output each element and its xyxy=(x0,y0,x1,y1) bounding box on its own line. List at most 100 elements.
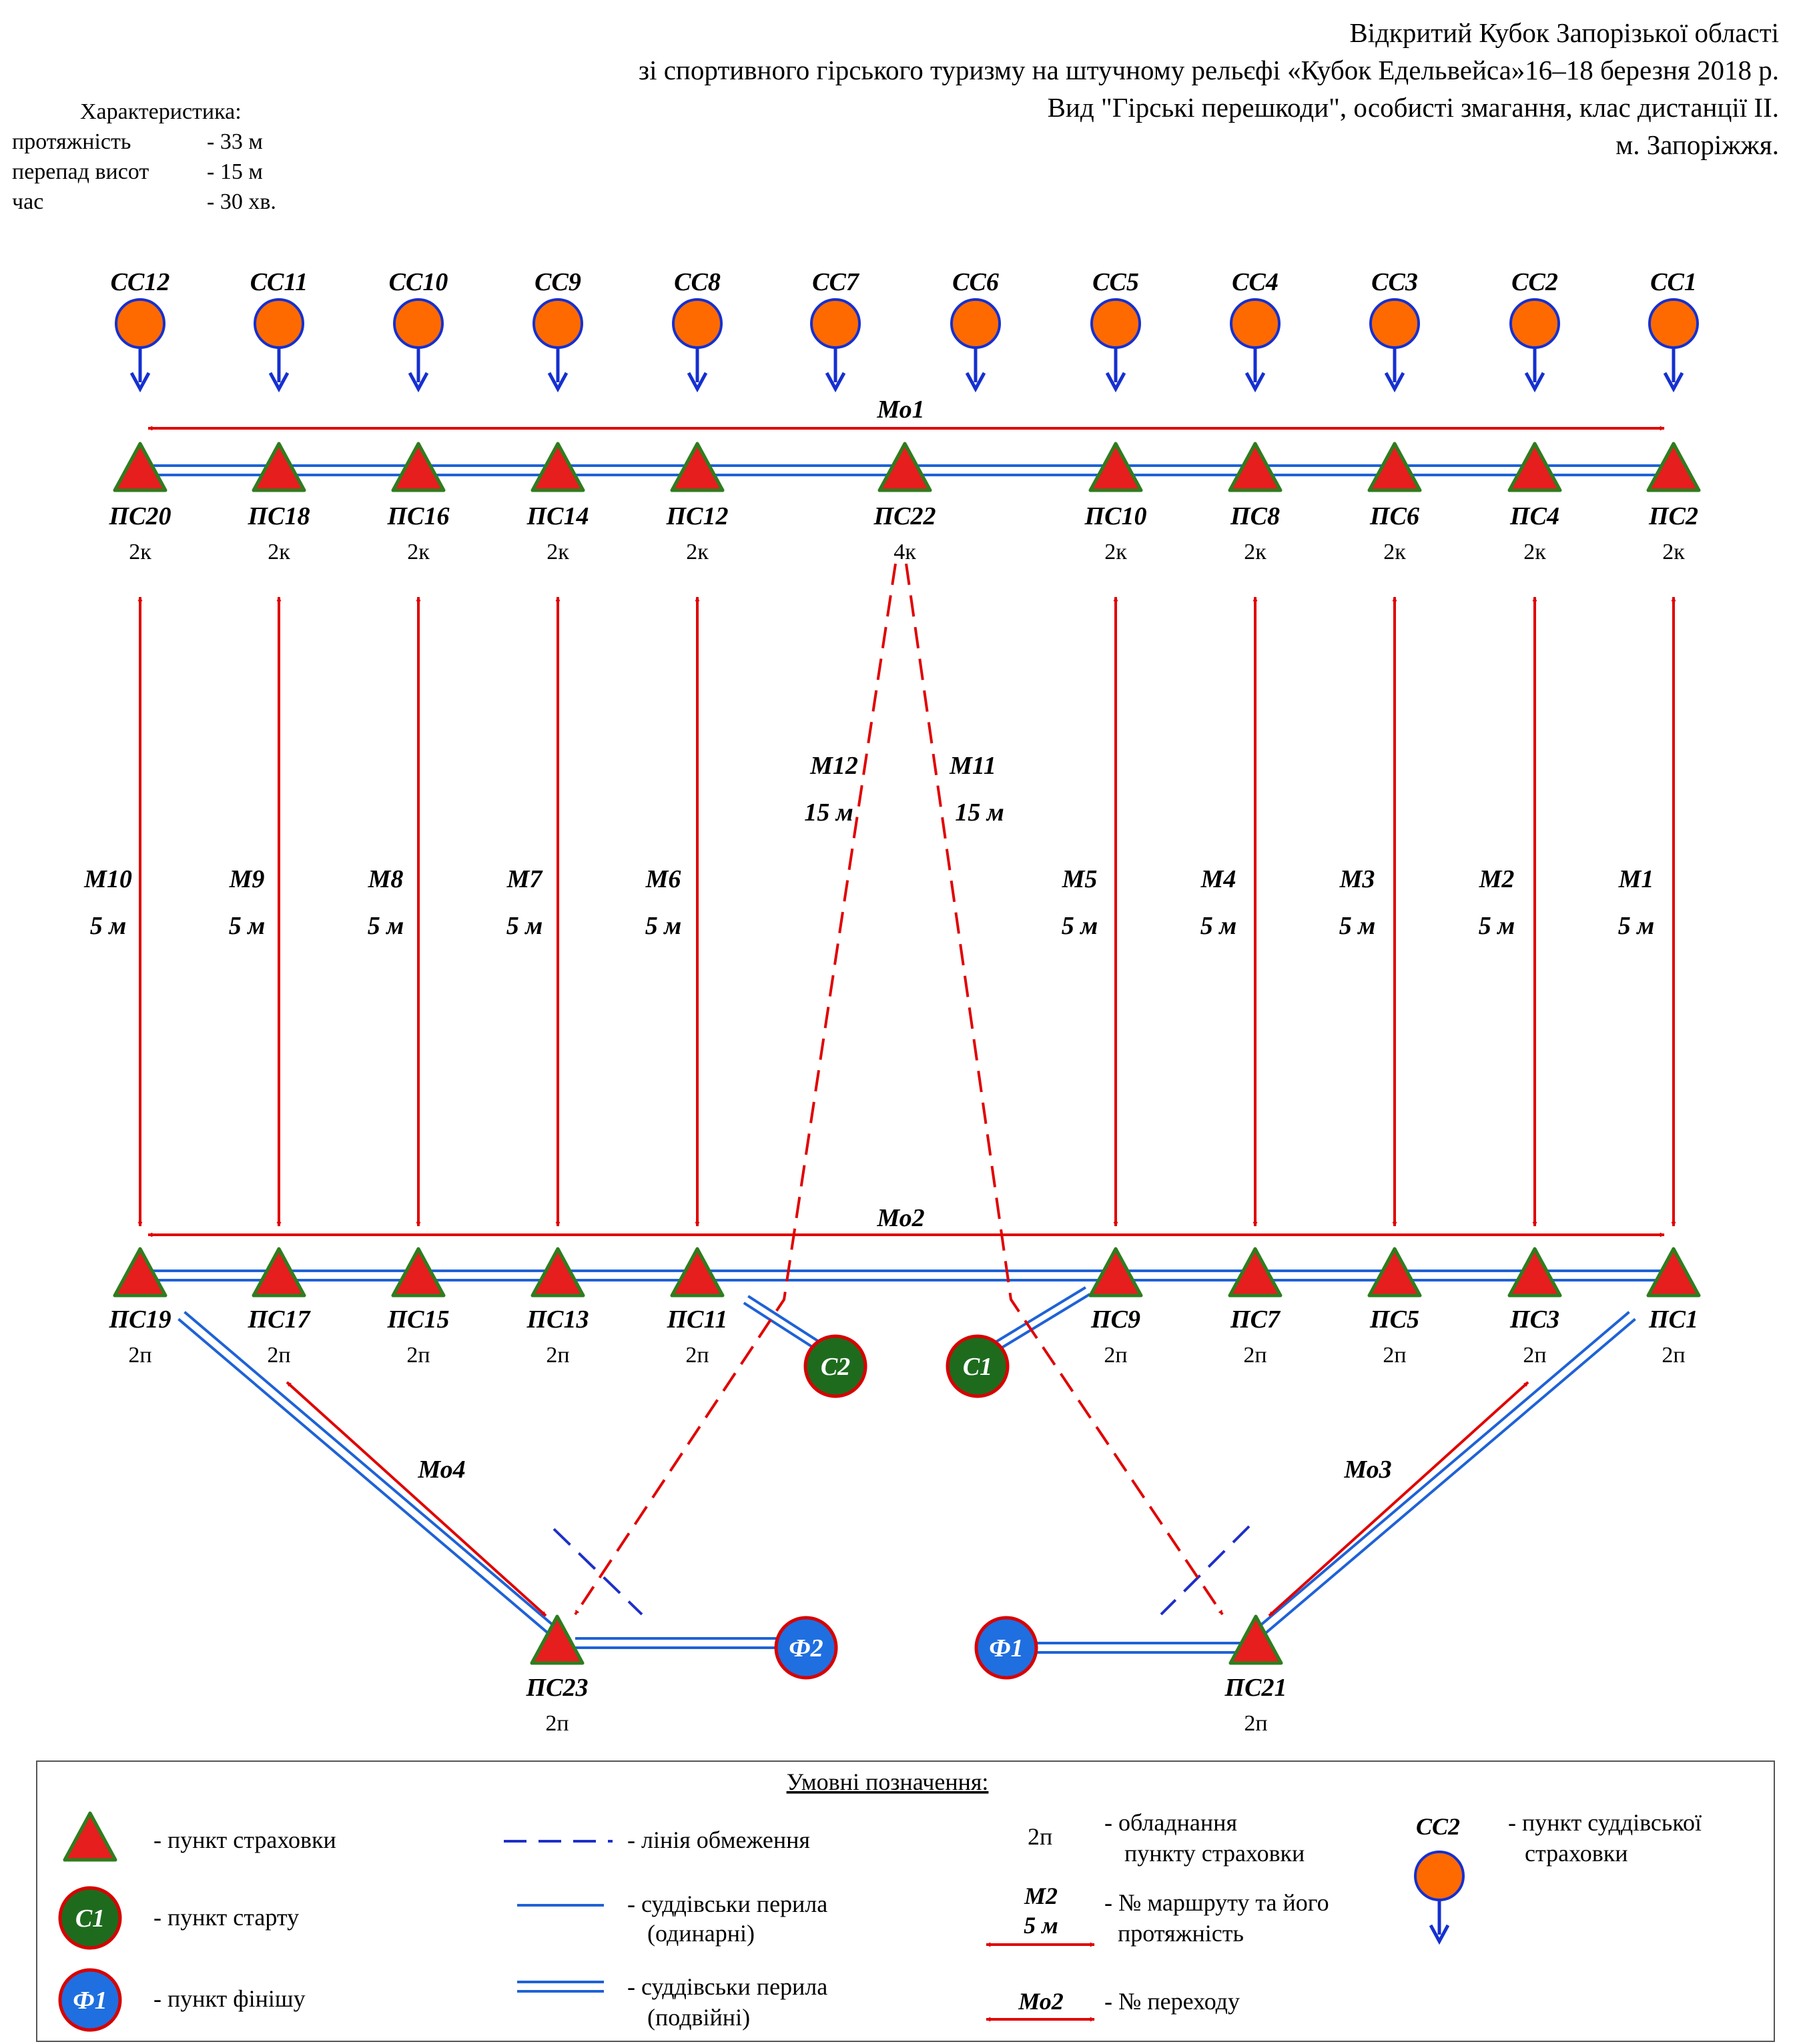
belay-point-ПС15-equip: 2п xyxy=(406,1343,430,1368)
route-m12-line xyxy=(574,563,897,1616)
belay-point-ПС21-label: ПС21 xyxy=(1224,1674,1287,1702)
svg-text:С1: С1 xyxy=(75,1905,105,1933)
belay-point-ПС17-equip: 2п xyxy=(267,1343,290,1368)
finish-point-f1: Ф1 xyxy=(974,1616,1038,1680)
judge-point-СС11: СС11 xyxy=(250,268,308,393)
judge-point-СС4: СС4 xyxy=(1230,268,1281,393)
belay-point-ПС14-equip: 2к xyxy=(547,540,569,564)
route-label-М10: М10 xyxy=(83,865,132,893)
route-label-М2: М2 xyxy=(1479,865,1515,893)
legend-route-symbol: М2 xyxy=(1024,1883,1058,1909)
belay-point-ПС11-label: ПС11 xyxy=(667,1306,728,1334)
judge-point-СС9: СС9 xyxy=(532,268,583,393)
belay-point-ПС5-label: ПС5 xyxy=(1369,1306,1419,1334)
legend-route-text-2: протяжність xyxy=(1118,1920,1244,1947)
legend-route-text-1: - № маршруту та його xyxy=(1104,1889,1329,1916)
transition-mo4-label: Мо4 xyxy=(417,1456,465,1484)
belay-point-ПС18-equip: 2к xyxy=(268,540,290,564)
labels-layer: ПС202кПС182кПС162кПС142кПС122кПС224кПС10… xyxy=(83,396,1698,1736)
belay-point-ПС1-equip: 2п xyxy=(1662,1343,1685,1368)
belay-point-ПС14-label: ПС14 xyxy=(526,502,589,530)
header: Відкритий Кубок Запорізької області зі с… xyxy=(639,17,1779,160)
limit-line-left xyxy=(553,1528,643,1616)
belay-point-ПС5 xyxy=(1367,1247,1422,1298)
legend-judge-symbol: СС2 xyxy=(1416,1813,1460,1840)
belay-point-ПС22-equip: 4к xyxy=(893,540,916,564)
transition-mo2-label: Мо2 xyxy=(876,1204,924,1232)
route-length-М9: 5 м xyxy=(229,912,266,940)
legend-start-text: - пункт старту xyxy=(153,1904,299,1931)
belay-point-ПС9-label: ПС9 xyxy=(1090,1306,1140,1334)
belay-point-ПС9 xyxy=(1088,1247,1143,1298)
legend-single-rail-text-2: (одинарні) xyxy=(647,1920,755,1947)
finish-point-f2: Ф2 xyxy=(774,1616,838,1680)
route-m11-line xyxy=(905,563,1224,1616)
belay-point-ПС1 xyxy=(1646,1247,1701,1298)
legend-equip-text-2: пункту страховки xyxy=(1124,1840,1305,1867)
legend-judge-text-1: - пункт суддівської xyxy=(1508,1809,1702,1836)
route-label-М11: М11 xyxy=(949,752,996,780)
judge-point-СС8: СС8 xyxy=(672,268,723,393)
route-length-М6: 5 м xyxy=(645,912,682,940)
legend-judge-point xyxy=(1414,1851,1465,1945)
judge-point-СС1: СС1 xyxy=(1648,268,1699,393)
rails-layer xyxy=(140,464,1674,1654)
belay-point-ПС23 xyxy=(530,1614,585,1665)
svg-text:Ф1: Ф1 xyxy=(73,1987,107,2015)
legend-finish-circle: Ф1 xyxy=(58,1968,122,2032)
belay-point-ПС6 xyxy=(1367,442,1422,492)
transition-mo4-arrow xyxy=(286,1381,547,1617)
header-line-2: зі спортивного гірського туризму на штуч… xyxy=(639,55,1779,85)
route-label-М7: М7 xyxy=(506,865,544,893)
belay-point-ПС17-label: ПС17 xyxy=(248,1306,312,1334)
svg-text:СС11: СС11 xyxy=(250,268,308,296)
belay-point-ПС10 xyxy=(1088,442,1143,492)
rail-ps19-ps23 xyxy=(177,1311,559,1638)
belay-point-ПС8-label: ПС8 xyxy=(1230,502,1280,530)
belay-point-ПС23-equip: 2п xyxy=(545,1711,569,1736)
belay-point-ПС8-equip: 2к xyxy=(1244,540,1267,564)
belay-point-ПС3-equip: 2п xyxy=(1523,1343,1546,1368)
char-label-time: час xyxy=(12,189,43,214)
char-value-time: - 30 хв. xyxy=(207,189,276,214)
belay-point-ПС12 xyxy=(670,442,725,492)
transition-mo3-arrow xyxy=(1268,1381,1529,1617)
header-line-1: Відкритий Кубок Запорізької області xyxy=(1349,17,1779,48)
belay-point-ПС11 xyxy=(670,1247,725,1298)
route-label-М3: М3 xyxy=(1339,865,1375,893)
belay-point-ПС6-label: ПС6 xyxy=(1369,502,1419,530)
legend-equip-text-1: - обладнання xyxy=(1104,1809,1237,1836)
start-point-c2: С2 xyxy=(803,1334,867,1398)
legend-equip-symbol: 2п xyxy=(1028,1823,1052,1850)
svg-text:СС1: СС1 xyxy=(1650,268,1697,296)
judge-point-СС3: СС3 xyxy=(1369,268,1420,393)
svg-text:СС4: СС4 xyxy=(1232,268,1279,296)
route-label-М9: М9 xyxy=(229,865,265,893)
rail-c1-ps9 xyxy=(991,1286,1091,1352)
belay-point-ПС19-equip: 2п xyxy=(128,1343,151,1368)
rail-ps23-f2 xyxy=(575,1637,791,1649)
judge-point-СС6: СС6 xyxy=(950,268,1001,393)
transition-mo1-label: Мо1 xyxy=(876,396,924,424)
legend-double-rail xyxy=(517,1981,604,1993)
belay-point-ПС16-equip: 2к xyxy=(407,540,430,564)
svg-text:СС8: СС8 xyxy=(674,268,721,296)
belay-point-ПС2-label: ПС2 xyxy=(1648,502,1698,530)
char-label-length: протяжність xyxy=(12,129,131,154)
belay-point-ПС10-label: ПС10 xyxy=(1084,502,1147,530)
judge-point-СС7: СС7 xyxy=(810,268,861,393)
char-label-height: перепад висот xyxy=(12,159,149,184)
legend-start-circle: С1 xyxy=(58,1886,122,1950)
judge-point-СС5: СС5 xyxy=(1090,268,1141,393)
belay-point-ПС20-equip: 2к xyxy=(129,540,151,564)
route-length-М7: 5 м xyxy=(506,912,543,940)
route-length-М3: 5 м xyxy=(1339,912,1376,940)
rail-ps11-c2 xyxy=(743,1295,824,1352)
svg-text:С2: С2 xyxy=(821,1353,850,1381)
svg-text:СС7: СС7 xyxy=(812,268,860,296)
belay-point-ПС15-label: ПС15 xyxy=(387,1306,450,1334)
route-length-М8: 5 м xyxy=(368,912,404,940)
